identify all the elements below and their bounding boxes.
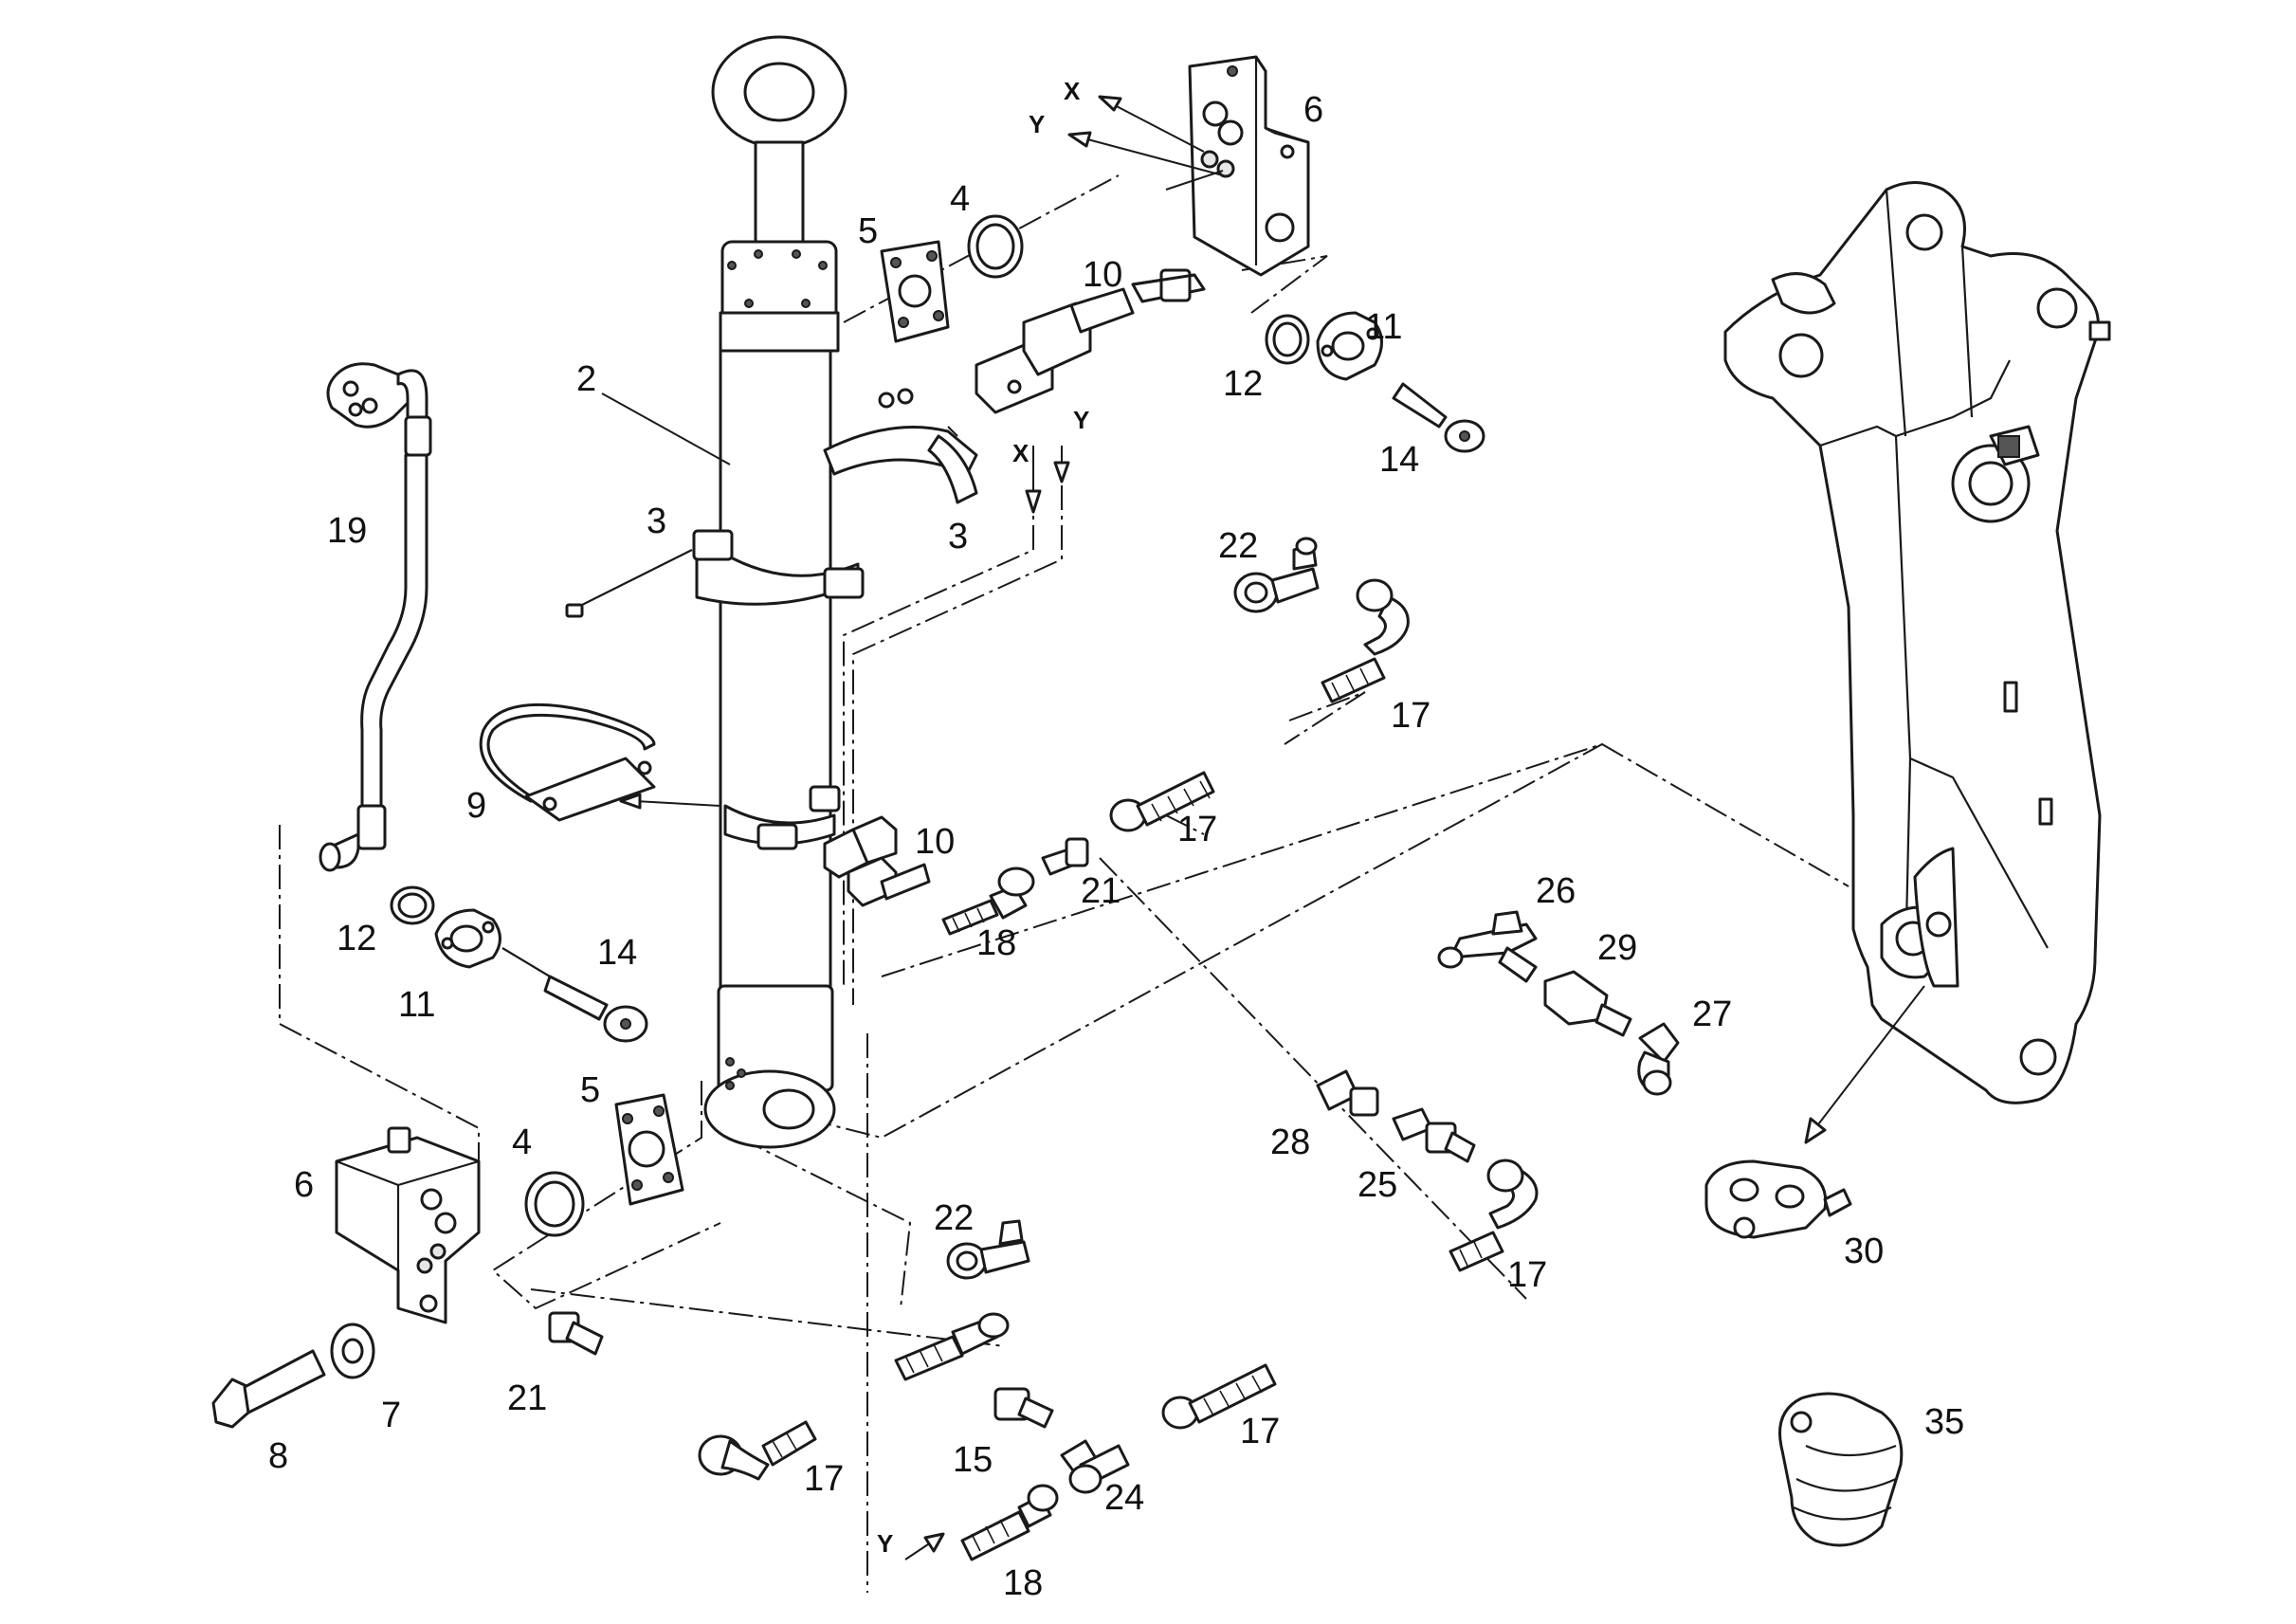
hose-17-lower-middle — [1161, 1363, 1277, 1430]
label-part-6-bottom: 6 — [294, 1165, 314, 1205]
hydraulic-cylinder — [703, 35, 847, 1149]
o-ring-4-bottom — [524, 1171, 585, 1237]
port-marker-y-top: Y — [1029, 110, 1045, 138]
part-number-labels: 2 3 3 4 4 5 5 6 6 7 8 9 10 10 11 11 12 1… — [268, 77, 1964, 1603]
label-part-10-top: 10 — [1083, 255, 1122, 295]
label-part-4-bottom: 4 — [512, 1122, 532, 1162]
label-part-14-left: 14 — [597, 933, 637, 973]
label-part-30: 30 — [1844, 1232, 1884, 1271]
tee-22-lower — [946, 1219, 1030, 1280]
label-part-29: 29 — [1597, 928, 1637, 968]
cylinder-clamp-upper — [565, 529, 865, 618]
label-part-27: 27 — [1692, 994, 1732, 1034]
boom-arm — [1723, 181, 2111, 1104]
clamp-block-10-top — [975, 268, 1206, 414]
port-marker-y-bottom: Y — [877, 1529, 893, 1558]
port-arrows-top — [1025, 95, 1224, 514]
bolt-10-top — [1131, 273, 1196, 286]
o-ring-12-top — [1265, 314, 1310, 365]
valve-block-6-top — [1188, 55, 1310, 277]
cylinder-clamp-lower — [723, 785, 841, 850]
hose-17-upper-elbow — [1321, 578, 1410, 703]
label-part-5-bottom: 5 — [580, 1070, 600, 1110]
pipe-clamp-9 — [479, 703, 721, 822]
label-part-3-left: 3 — [647, 502, 666, 541]
flange-11-left — [434, 908, 501, 969]
label-part-11-top: 11 — [1365, 307, 1402, 347]
label-part-5-top: 5 — [858, 211, 878, 251]
label-part-21-lower: 21 — [507, 1378, 547, 1418]
port-arrow-y-bottom — [904, 1532, 945, 1560]
label-part-12-left: 12 — [337, 919, 376, 958]
flange-plate-5-bottom — [614, 1093, 684, 1206]
bolt-14-top — [1392, 382, 1485, 453]
label-part-17-a: 17 — [1391, 696, 1430, 736]
label-part-17-c: 17 — [1507, 1255, 1547, 1295]
label-part-14-top: 14 — [1379, 440, 1419, 480]
fitting-25 — [1392, 1107, 1476, 1163]
flange-11-top — [1316, 311, 1383, 381]
tube-19 — [319, 362, 432, 872]
label-part-18-bottom: 18 — [1003, 1563, 1043, 1603]
label-part-35: 35 — [1924, 1402, 1964, 1442]
elbow-24 — [1060, 1439, 1130, 1494]
label-part-4-top: 4 — [950, 179, 970, 219]
o-ring-4-top — [967, 214, 1024, 279]
label-part-22-lower: 22 — [934, 1198, 974, 1238]
hose-17-upper-straight — [1109, 771, 1215, 832]
fitting-29 — [1543, 970, 1632, 1037]
fitting-15 — [993, 1387, 1054, 1429]
hose-18-upper — [941, 867, 1035, 936]
hose-17-lower-left — [698, 1420, 817, 1481]
fitting-21-lower — [548, 1311, 604, 1356]
hose-guide-35 — [1778, 1392, 1904, 1547]
o-ring-12-left — [390, 885, 435, 925]
bolt-14-left — [501, 947, 648, 1043]
tee-22-upper — [1233, 537, 1320, 613]
fitting-21-upper — [1041, 837, 1089, 876]
label-part-28: 28 — [1270, 1122, 1310, 1162]
label-part-3-right: 3 — [948, 517, 968, 557]
port-marker-x-top: X — [1064, 77, 1081, 105]
label-part-19: 19 — [327, 511, 367, 551]
label-part-12-top: 12 — [1223, 364, 1263, 404]
hose-block-30 — [1704, 1159, 1852, 1239]
hose-18-mid — [894, 1312, 1010, 1381]
label-part-17-b: 17 — [1177, 810, 1217, 849]
elbow-27 — [1637, 1022, 1680, 1096]
label-part-21-upper: 21 — [1081, 871, 1121, 911]
clamp-block-10-mid — [823, 815, 931, 907]
washer-7 — [330, 1323, 375, 1379]
label-part-11-left: 11 — [398, 985, 435, 1025]
label-part-25: 25 — [1358, 1165, 1397, 1205]
port-marker-y-mid: Y — [1073, 406, 1089, 434]
hose-18-bottom — [960, 1484, 1059, 1561]
label-part-8: 8 — [268, 1436, 288, 1476]
arrow-to-part-30 — [1804, 985, 1925, 1144]
label-part-24: 24 — [1104, 1478, 1144, 1518]
flange-plate-5-top — [880, 240, 950, 343]
hose-17-right-elbow — [1449, 1159, 1539, 1272]
valve-block-6-bottom — [335, 1126, 481, 1324]
port-marker-x-mid: X — [1012, 439, 1030, 467]
label-part-22-upper: 22 — [1218, 526, 1258, 566]
tee-26 — [1437, 910, 1538, 983]
label-part-15: 15 — [953, 1440, 993, 1480]
fitting-28 — [1316, 1069, 1379, 1117]
label-part-2: 2 — [576, 359, 596, 399]
clamp-saddle-3 — [823, 388, 978, 504]
label-part-10-mid: 10 — [915, 822, 955, 862]
label-part-26: 26 — [1536, 871, 1576, 911]
label-part-17-d: 17 — [1240, 1412, 1280, 1451]
label-part-17-e: 17 — [804, 1459, 844, 1499]
leader-lines — [601, 392, 958, 465]
label-part-9: 9 — [466, 786, 486, 826]
label-part-18-upper: 18 — [976, 923, 1016, 963]
bolt-8 — [211, 1349, 326, 1429]
label-part-6-top: 6 — [1303, 90, 1323, 130]
label-part-7: 7 — [381, 1396, 401, 1435]
